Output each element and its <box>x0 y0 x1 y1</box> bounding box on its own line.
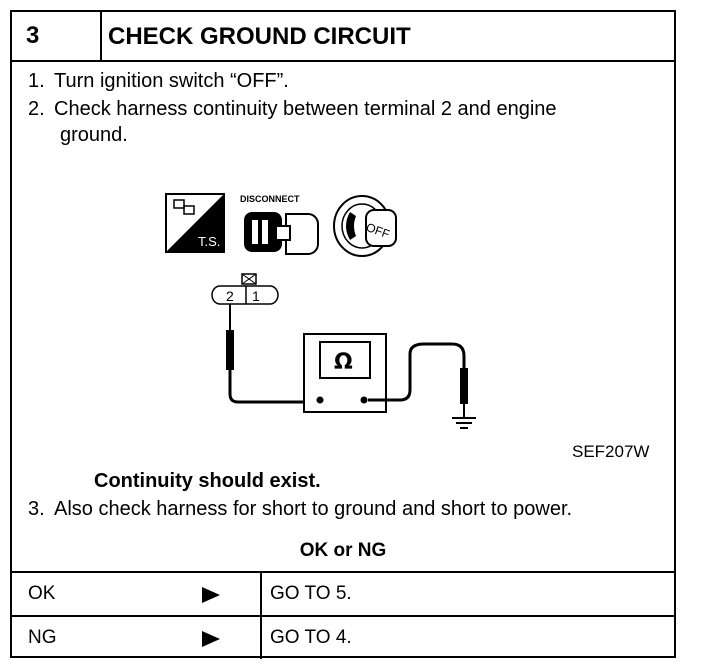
instruction-1: 1. Turn ignition switch “OFF”. <box>28 68 289 94</box>
next-step: GO TO 4. <box>260 617 352 659</box>
ts-icon: T.S. <box>165 193 225 253</box>
instruction-2: 2. Check harness continuity between termi… <box>28 96 557 148</box>
step-header: 3 CHECK GROUND CIRCUIT <box>12 12 674 62</box>
terminal-2: 2 <box>226 288 234 304</box>
expected-result: Continuity should exist. <box>94 470 321 492</box>
instruction-3: 3. Also check harness for short to ground… <box>28 496 572 522</box>
next-step: GO TO 5. <box>260 573 352 615</box>
probe-left <box>226 304 314 404</box>
ohmmeter: Ω <box>303 333 387 413</box>
step-number: 3 <box>12 12 102 60</box>
ignition-key-icon: OFF <box>333 195 397 257</box>
ground-icon <box>452 417 476 429</box>
instruction-number: 1. <box>28 70 45 92</box>
figure-code: SEF207W <box>572 442 650 461</box>
instruction-text: Turn ignition switch “OFF”. <box>54 70 289 92</box>
instruction-text: Also check harness for short to ground a… <box>54 498 573 520</box>
right-arrow-icon <box>202 587 220 603</box>
harness-connector: 2 1 <box>211 273 279 305</box>
instruction-text-continued: ground. <box>60 124 128 146</box>
instruction-text: Check harness continuity between termina… <box>54 98 557 120</box>
ts-label: T.S. <box>198 234 220 249</box>
decision-label: OK or NG <box>299 540 387 561</box>
decision-row-ng: NG GO TO 4. <box>12 615 674 659</box>
disconnect-label: DISCONNECT <box>240 194 300 204</box>
decision-row-ok: OK GO TO 5. <box>12 571 674 615</box>
step-title: CHECK GROUND CIRCUIT <box>108 23 411 50</box>
terminal-1: 1 <box>252 288 260 304</box>
result-label: OK <box>28 583 56 604</box>
procedure-box: 3 CHECK GROUND CIRCUIT 1. Turn ignition s… <box>10 10 676 659</box>
right-arrow-icon <box>202 631 220 647</box>
instruction-number: 3. <box>28 498 45 520</box>
ohm-symbol: Ω <box>334 350 353 375</box>
instruction-number: 2. <box>28 98 45 120</box>
decision-table: OK GO TO 5. NG GO TO 4. <box>12 571 674 659</box>
test-diagram: T.S. DISCONNECT OFF 2 1 <box>165 193 476 429</box>
disconnect-icon: DISCONNECT <box>240 194 319 255</box>
probe-right <box>368 342 468 418</box>
result-label: NG <box>28 627 57 648</box>
